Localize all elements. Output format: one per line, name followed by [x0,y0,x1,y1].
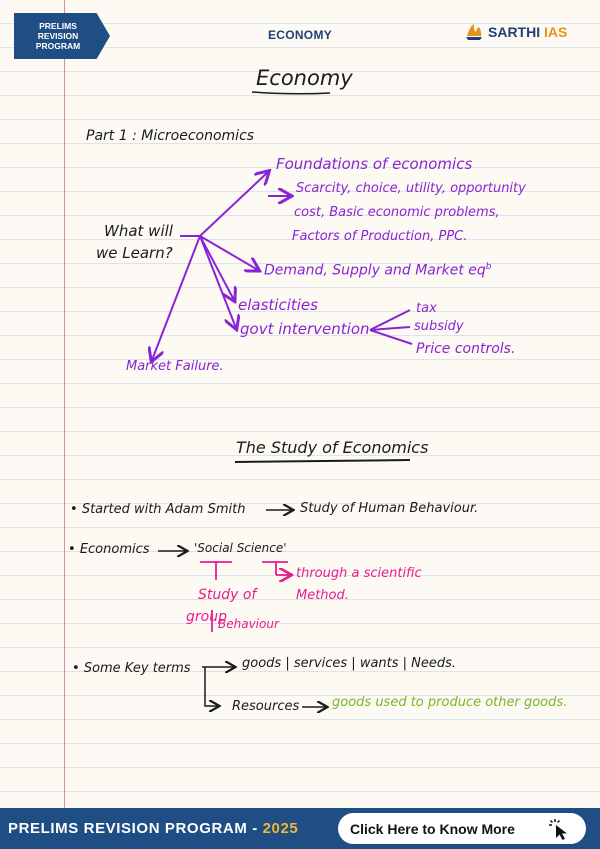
social-underline-left [200,561,232,580]
govt-item-subsidy: subsidy [414,319,464,334]
branch-govt-intervention: govt intervention [240,320,370,338]
page-header: PRELIMS REVISION PROGRAM ECONOMY SARTHI … [0,0,600,70]
social-underline-right [262,561,288,575]
through-scientific-line-1: through a scientific [296,566,422,581]
bullet-2-quote: 'Social Science' [194,541,287,555]
foundations-detail-1: Scarcity, choice, utility, opportunity [296,181,526,196]
logo-text: SARTHI IAS [488,24,567,40]
part-heading: Part 1 : Microeconomics [86,128,255,144]
key-terms-list: goods | services | wants | Needs. [242,656,457,671]
bullet-1-left-text: Started with Adam Smith [81,502,246,517]
footer-year: 2025 [262,820,299,837]
study-title-underline [234,459,411,463]
resources-definition: goods used to produce other goods. [332,695,568,710]
study-of-label: Study of [198,587,257,603]
branch-foundations: Foundations of economics [276,155,473,173]
arrow-elasticities [199,235,234,300]
program-badge[interactable]: PRELIMS REVISION PROGRAM [14,13,110,59]
bullet-2-left-text: Economics [79,542,150,557]
behaviour-label: Behaviour [218,617,279,631]
branch-demand-sup: b [485,262,492,272]
page-footer: PRELIMS REVISION PROGRAM - 2025 Click He… [0,808,600,849]
arrow-foundations [199,172,268,237]
notes-diagram-strokes [0,91,413,808]
through-scientific-line-2: Method. [296,588,349,603]
flame-logo-icon [466,24,482,40]
study-title: The Study of Economics [236,438,429,457]
govt-item-price-controls: Price controls. [416,341,516,357]
logo-accent: IAS [544,24,568,40]
bullet-1-left: • Started with Adam Smith [70,502,246,517]
foundations-detail-2: cost, Basic economic problems, [294,205,500,220]
know-more-label: Click Here to Know More [350,820,515,837]
header-title: ECONOMY [267,28,333,42]
branch-key-terms [204,667,218,706]
badge-line-1: PRELIMS [39,21,77,31]
resources-label: Resources [232,699,300,714]
branch-elasticities: elasticities [238,296,318,314]
arrow-demand [199,235,258,270]
branch-market-failure: Market Failure. [126,359,224,374]
know-more-button[interactable]: Click Here to Know More [338,813,586,844]
fork-price [369,329,413,345]
bullet-1-right: Study of Human Behaviour. [300,501,479,516]
notes-title: Economy [256,66,353,90]
bullet-3-left: • Some Key terms [72,661,191,676]
branch-demand: Demand, Supply and Market eqb [264,263,492,278]
arrow-govt [199,235,236,328]
sarthi-ias-logo[interactable]: SARTHI IAS [464,22,588,42]
fork-tax [369,309,411,331]
bullet-2-left: • Economics [68,542,150,557]
title-underline [251,91,331,95]
foundations-detail-3: Factors of Production, PPC. [292,229,468,244]
govt-item-tax: tax [416,301,437,316]
fork-subsidy [369,326,411,331]
badge-line-3: PROGRAM [35,41,81,51]
question-line-2: we Learn? [96,244,173,262]
group-label: group [186,609,227,625]
footer-program: PRELIMS REVISION PROGRAM - 2025 [8,820,299,837]
notebook-margin-line [64,0,65,808]
footer-program-text: PRELIMS REVISION PROGRAM [8,820,248,837]
badge-line-2: REVISION [37,31,79,41]
branch-demand-text: Demand, Supply and Market eq [264,262,486,279]
question-line-1: What will [104,222,173,240]
logo-main: SARTHI [488,24,541,40]
bullet-3-left-text: Some Key terms [83,661,191,676]
cursor-click-icon [549,819,567,840]
